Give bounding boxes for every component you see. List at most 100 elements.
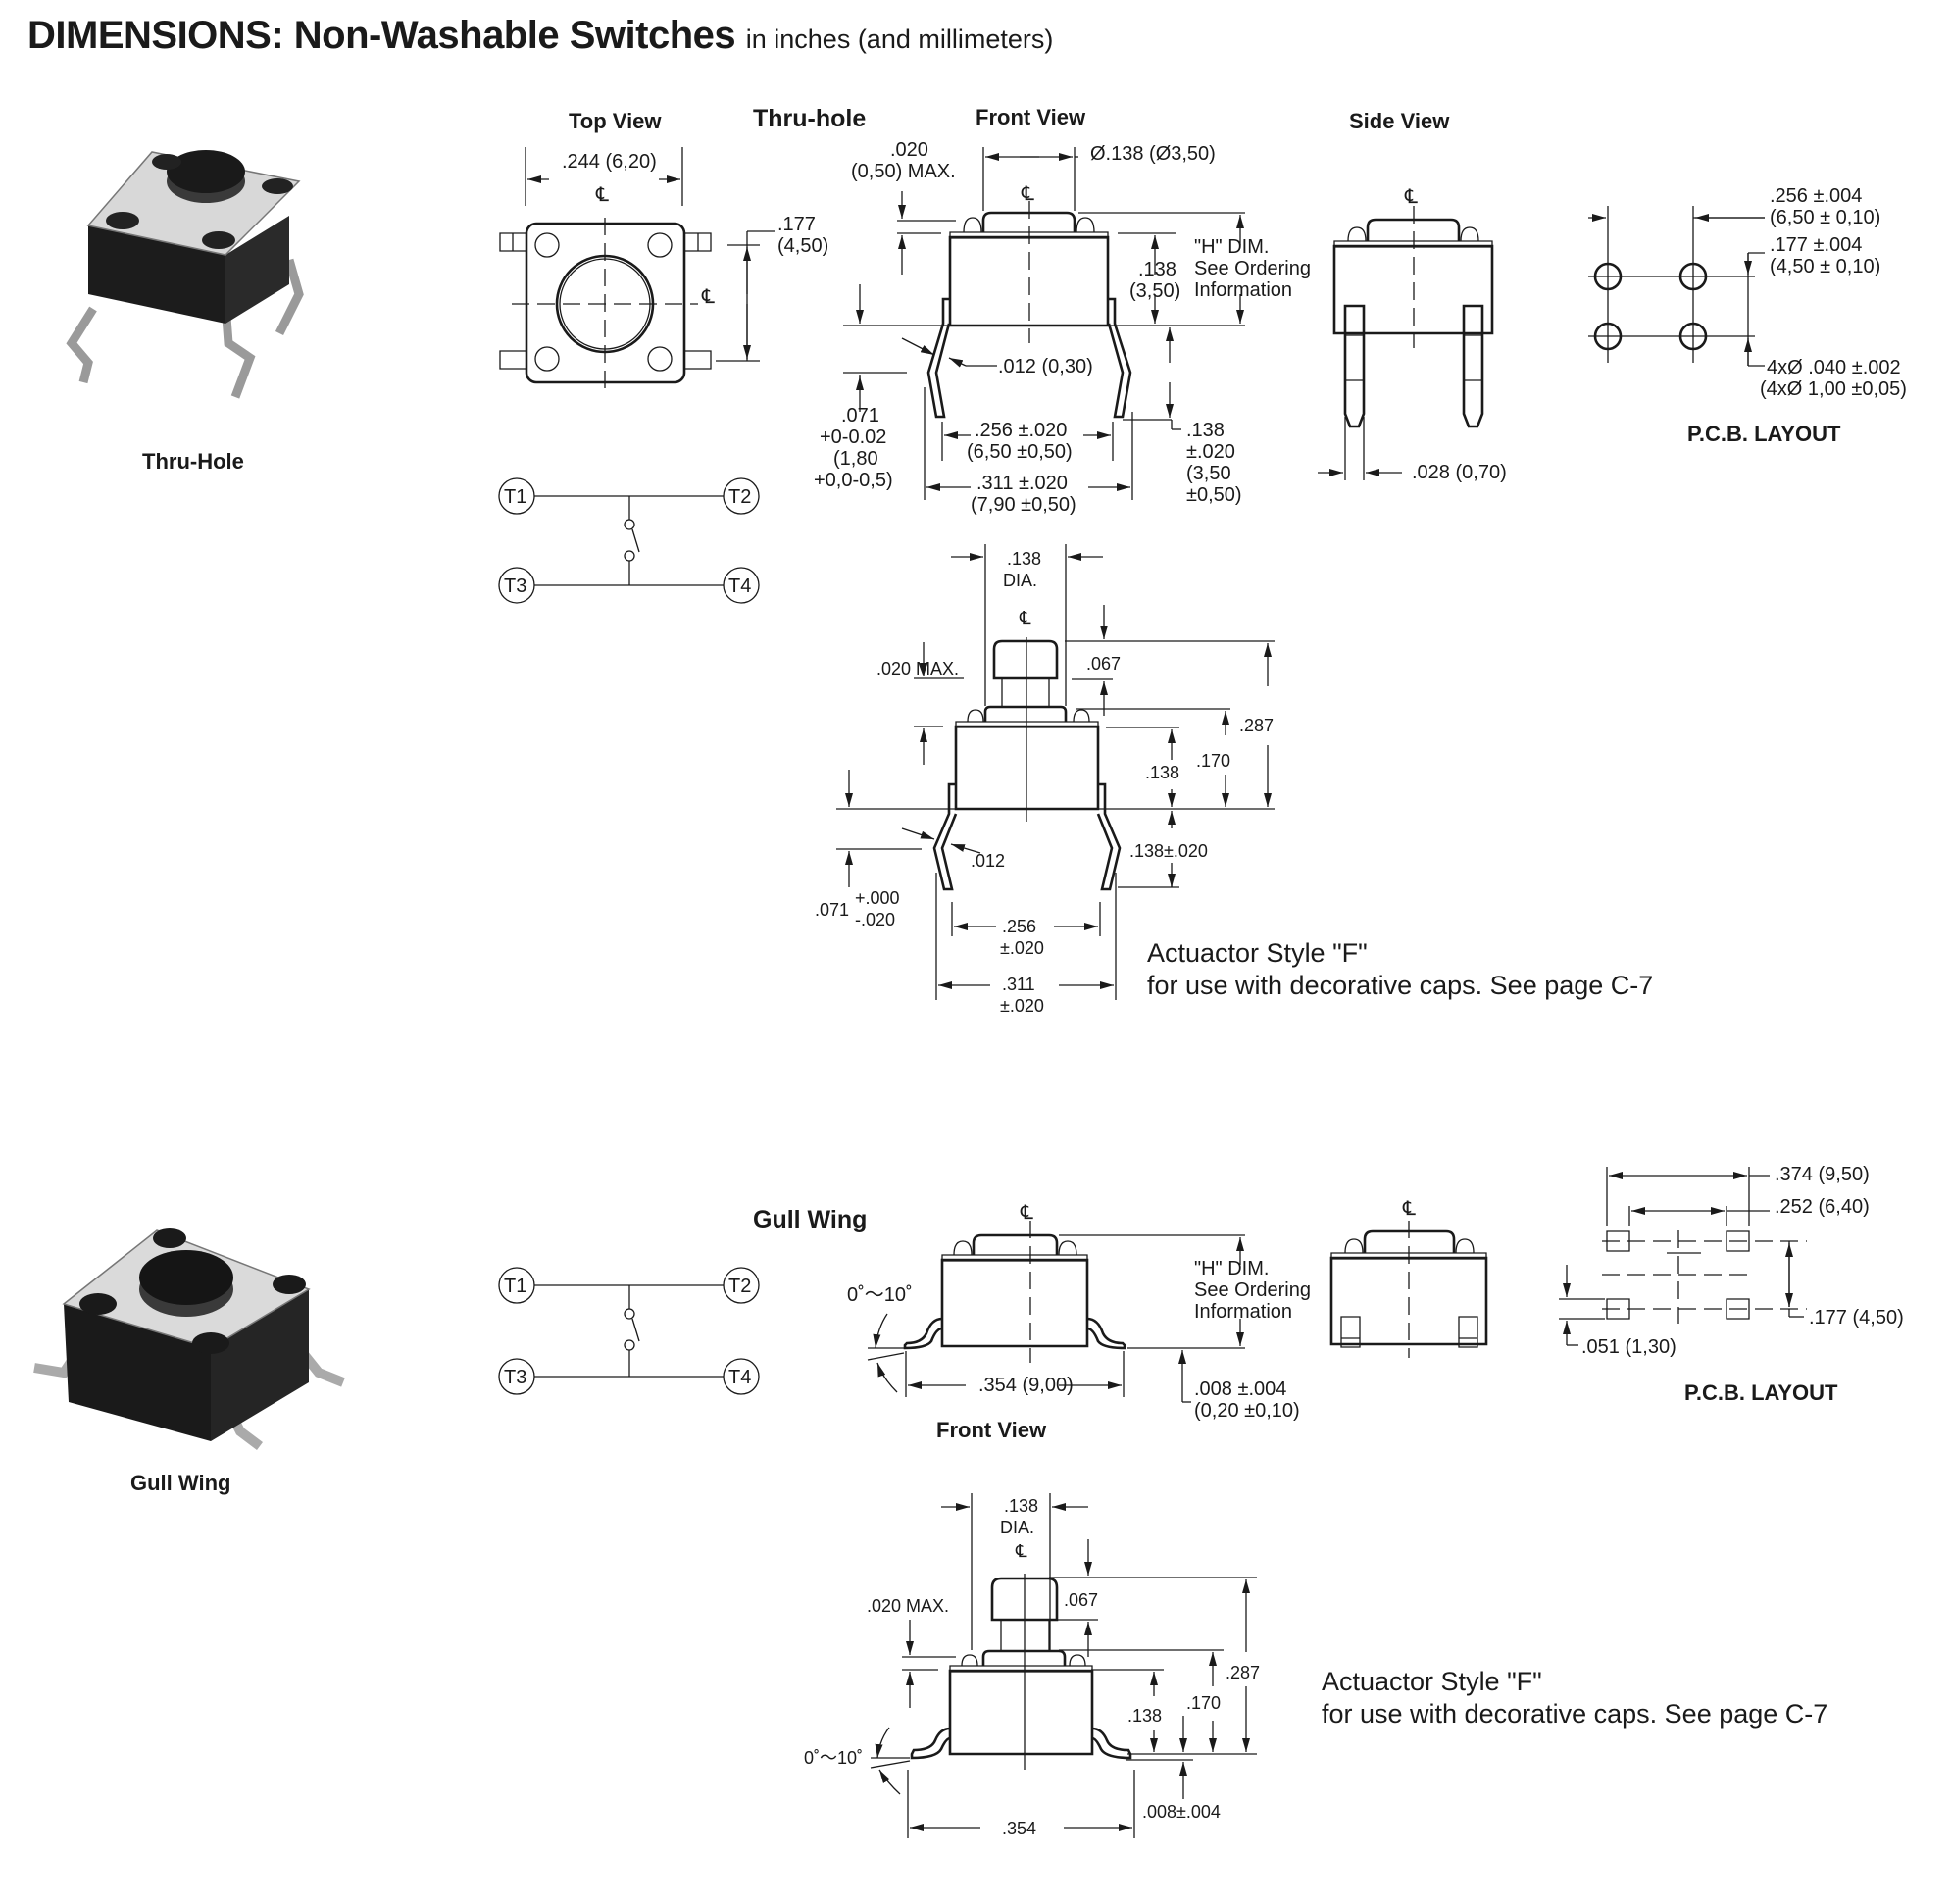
pcb-layout-drawing (1588, 206, 1765, 366)
front-body-height-mm: (3,50) (1129, 280, 1181, 302)
style-f-gull-dia-unit: DIA. (1000, 1518, 1035, 1537)
gull-side-centerline: ℄ (1403, 1198, 1416, 1220)
schematic-gull-t3: T3 (504, 1367, 527, 1388)
front-h-dim-2: See Ordering (1194, 258, 1311, 279)
style-f-gull-centerline: ℄ (1016, 1541, 1027, 1561)
top-view-centerline-v: ℄ (596, 184, 609, 206)
page-title-units: in inches (and millimeters) (745, 25, 1054, 54)
style-f-gull-note-2: for use with decorative caps. See page C… (1322, 1699, 1828, 1729)
style-f-thru-centerline: ℄ (1020, 608, 1031, 627)
pcb-y-pitch-mm: (4,50 ± 0,10) (1770, 256, 1881, 277)
front-inner-span-mm: (6,50 ±0,50) (967, 441, 1073, 463)
front-h-dim-3: Information (1194, 279, 1293, 301)
gull-pcb-pad-height: .051 (1,30) (1581, 1336, 1677, 1358)
style-f-thru-outer-span-tol: ±.020 (1000, 996, 1044, 1016)
style-f-thru-cap-height: .067 (1086, 654, 1122, 674)
style-f-thru-stem-height: .170 (1196, 751, 1231, 771)
schematic-gull-t1: T1 (504, 1276, 527, 1297)
style-f-gull-body-height: .138 (1127, 1706, 1163, 1726)
style-f-thru-note-2: for use with decorative caps. See page C… (1147, 971, 1654, 1000)
schematic-gull (499, 1268, 759, 1394)
front-lead-thickness: .012 (0,30) (998, 356, 1093, 377)
side-view-drawing (1318, 206, 1492, 480)
gull-h-dim-3: Information (1194, 1301, 1293, 1323)
gull-h-dim-1: "H" DIM. (1194, 1258, 1270, 1279)
front-lead-length-4: ±0,50) (1186, 484, 1242, 506)
style-f-thru-drawing (836, 544, 1275, 1000)
style-f-gull-note-1: Actuactor Style "F" (1322, 1667, 1542, 1696)
gull-side-view-drawing (1331, 1221, 1486, 1358)
gull-front-view-drawing (868, 1221, 1245, 1402)
schematic-thru-t2: T2 (728, 486, 752, 508)
front-centerline: ℄ (1022, 183, 1034, 205)
gull-pcb-inner-span: .252 (6,40) (1775, 1196, 1870, 1218)
pcb-x-pitch: .256 ±.004 (1770, 185, 1863, 207)
style-f-thru-kink-plus: +.000 (855, 888, 900, 908)
top-view-centerline-h: ℄ (702, 286, 715, 308)
front-clearance-dim-mm: (0,50) MAX. (851, 161, 956, 182)
style-f-thru-total-height: .287 (1239, 716, 1275, 735)
front-kink-dim-2: +0-0.02 (820, 426, 887, 448)
style-f-thru-dia: .138 (1007, 549, 1042, 569)
thru-hole-caption: Thru-Hole (142, 449, 244, 474)
style-f-thru-kink: .071 (815, 900, 850, 920)
gull-pcb-outer-span: .374 (9,50) (1775, 1164, 1870, 1185)
pcb-hole-dia-mm: (4xØ 1,00 ±0,05) (1760, 378, 1907, 400)
style-f-thru-inner-span: .256 (1002, 917, 1037, 936)
style-f-thru-body-height: .138 (1145, 763, 1180, 782)
gull-pcb-layout-label: P.C.B. LAYOUT (1684, 1380, 1838, 1405)
style-f-gull-stem-height: .170 (1186, 1693, 1222, 1713)
gull-wing-section-label: Gull Wing (753, 1206, 868, 1233)
style-f-gull-cap-height: .067 (1064, 1590, 1099, 1610)
style-f-thru-clearance: .020 MAX. (876, 659, 960, 678)
style-f-gull-drawing (871, 1493, 1257, 1838)
style-f-thru-lead-length: .138±.020 (1129, 841, 1208, 861)
page-title: DIMENSIONS: Non-Washable Switches in inc… (27, 14, 1053, 58)
front-body-height: .138 (1138, 259, 1176, 280)
front-lead-length-1: .138 (1186, 420, 1225, 441)
top-view-pitch-dim-mm: (4,50) (777, 235, 829, 257)
front-lead-length-2: ±.020 (1186, 441, 1235, 463)
front-outer-span: .311 ±.020 (976, 473, 1068, 494)
top-view-width-dim: .244 (6,20) (562, 151, 657, 173)
gull-h-dim-2: See Ordering (1194, 1279, 1311, 1301)
pcb-hole-dia: 4xØ .040 ±.002 (1767, 357, 1901, 378)
front-kink-dim-4: +0,0-0,5) (814, 470, 893, 491)
side-centerline: ℄ (1405, 186, 1418, 208)
gull-front-span: .354 (9,00) (978, 1375, 1074, 1396)
gull-front-centerline: ℄ (1021, 1202, 1033, 1224)
front-outer-span-mm: (7,90 ±0,50) (971, 494, 1076, 516)
schematic-thru-t1: T1 (504, 486, 527, 508)
style-f-thru-note-1: Actuactor Style "F" (1147, 938, 1368, 968)
schematic-thru-t4: T4 (728, 576, 752, 597)
front-kink-dim-3: (1,80 (833, 448, 878, 470)
front-view-label: Front View (976, 105, 1086, 129)
top-view-label: Top View (569, 109, 662, 133)
style-f-gull-dia: .138 (1004, 1496, 1039, 1516)
schematic-thru-t3: T3 (504, 576, 527, 597)
gull-wing-caption: Gull Wing (130, 1471, 231, 1495)
front-lead-length-3: (3,50 (1186, 463, 1231, 484)
gull-front-angle: 0˚～10˚ (847, 1284, 913, 1306)
style-f-thru-dia-unit: DIA. (1003, 571, 1038, 590)
style-f-gull-span: .354 (1002, 1819, 1037, 1838)
top-view-drawing (500, 147, 775, 390)
style-f-gull-standoff: .008±.004 (1142, 1802, 1221, 1822)
schematic-gull-t4: T4 (728, 1367, 752, 1388)
style-f-thru-lead-thickness: .012 (971, 851, 1006, 871)
top-view-pitch-dim: .177 (777, 214, 816, 235)
gull-pcb-layout-drawing (1559, 1167, 1807, 1345)
front-view-drawing (843, 147, 1245, 500)
gull-pcb-y-pitch: .177 (4,50) (1809, 1307, 1904, 1328)
schematic-thru (499, 478, 759, 603)
pcb-y-pitch: .177 ±.004 (1770, 234, 1863, 256)
page-title-main: DIMENSIONS: Non-Washable Switches (27, 14, 736, 57)
gull-wing-switch-photo (33, 1228, 345, 1450)
gull-front-view-label: Front View (936, 1418, 1047, 1442)
style-f-thru-kink-minus: -.020 (855, 910, 896, 929)
front-kink-dim-1: .071 (841, 405, 879, 426)
style-f-gull-angle: 0˚～10˚ (804, 1748, 864, 1768)
front-clearance-dim: .020 (890, 139, 928, 161)
